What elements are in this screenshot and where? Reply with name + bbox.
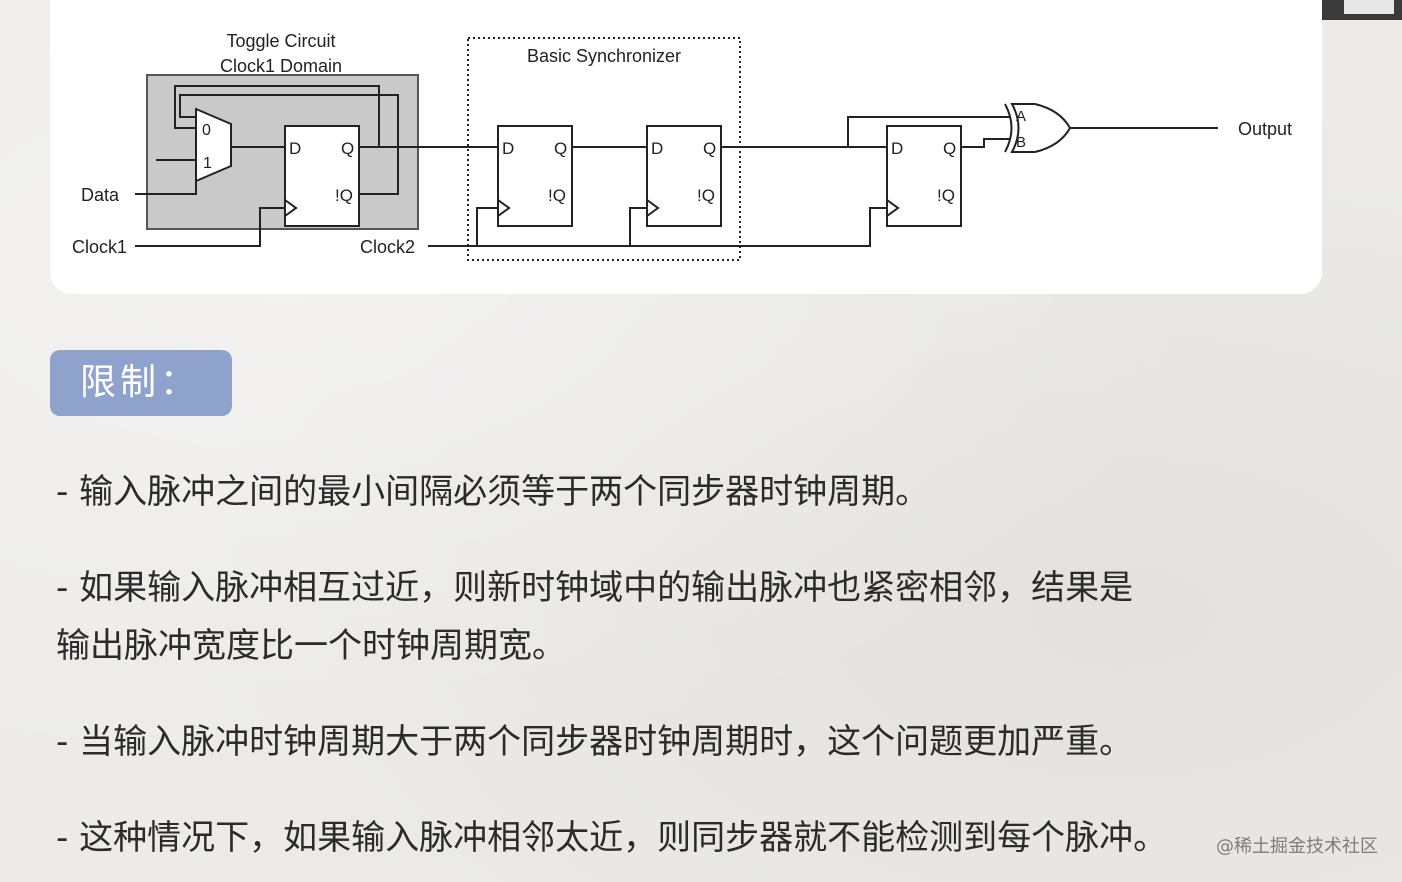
ff3-q: Q [703,139,716,158]
mux [195,107,232,183]
clock2-wire [428,207,887,247]
flipflop-1 [284,125,360,227]
xor-label-b: B [1016,134,1026,151]
feedback-wire-nq [179,94,399,195]
xor-label-a: A [1016,108,1026,125]
flipflop-3 [646,125,722,227]
mux-input-0: 0 [202,122,211,139]
xor-gate [1004,103,1013,153]
ff2-nq: !Q [548,186,566,205]
bullet-4: - 这种情况下，如果输入脉冲相邻太近，则同步器就不能检测到每个脉冲。 [56,818,1168,858]
xor-input-a [847,116,1010,147]
ff3-nq: !Q [697,186,715,205]
ff4-q: Q [943,139,956,158]
circuit-diagram-card: Toggle Circuit Clock1 Domain Basic Synch… [50,0,1322,294]
clock1-wire [135,207,285,247]
bullet-1: - 输入脉冲之间的最小间隔必须等于两个同步器时钟周期。 [56,472,930,512]
limitations-badge: 限制： [50,350,232,416]
clock2-label: Clock2 [360,237,415,257]
ff1-q: Q [341,139,354,158]
flipflop-4 [886,125,962,227]
clock1-label: Clock1 [72,237,127,257]
circuit-diagram: Toggle Circuit Clock1 Domain Basic Synch… [72,31,1292,261]
mux-input-1: 1 [203,155,212,172]
data-label: Data [81,185,120,205]
toggle-label-1: Toggle Circuit [226,31,335,51]
ff4-d: D [891,139,903,158]
ff4-nq: !Q [937,186,955,205]
bullet-2-line-2: 输出脉冲宽度比一个时钟周期宽。 [56,626,566,666]
bullet-2-line-1: - 如果输入脉冲相互过近，则新时钟域中的输出脉冲也紧密相邻，结果是 [56,568,1134,608]
flipflop-2 [497,125,573,227]
bullet-3: - 当输入脉冲时钟周期大于两个同步器时钟周期时，这个问题更加严重。 [56,722,1134,762]
ff2-q: Q [554,139,567,158]
ff3-d: D [651,139,663,158]
ff1-nq: !Q [335,186,353,205]
data-wire [135,181,197,195]
synchronizer-box [467,37,741,261]
output-label: Output [1238,119,1292,139]
synchronizer-label: Basic Synchronizer [527,46,681,66]
watermark: @稀土掘金技术社区 [1216,836,1378,857]
ff1-d: D [289,139,301,158]
toggle-domain-box [146,74,419,230]
xor-input-b [961,138,1010,148]
ff2-d: D [502,139,514,158]
toggle-label-2: Clock1 Domain [220,56,342,76]
